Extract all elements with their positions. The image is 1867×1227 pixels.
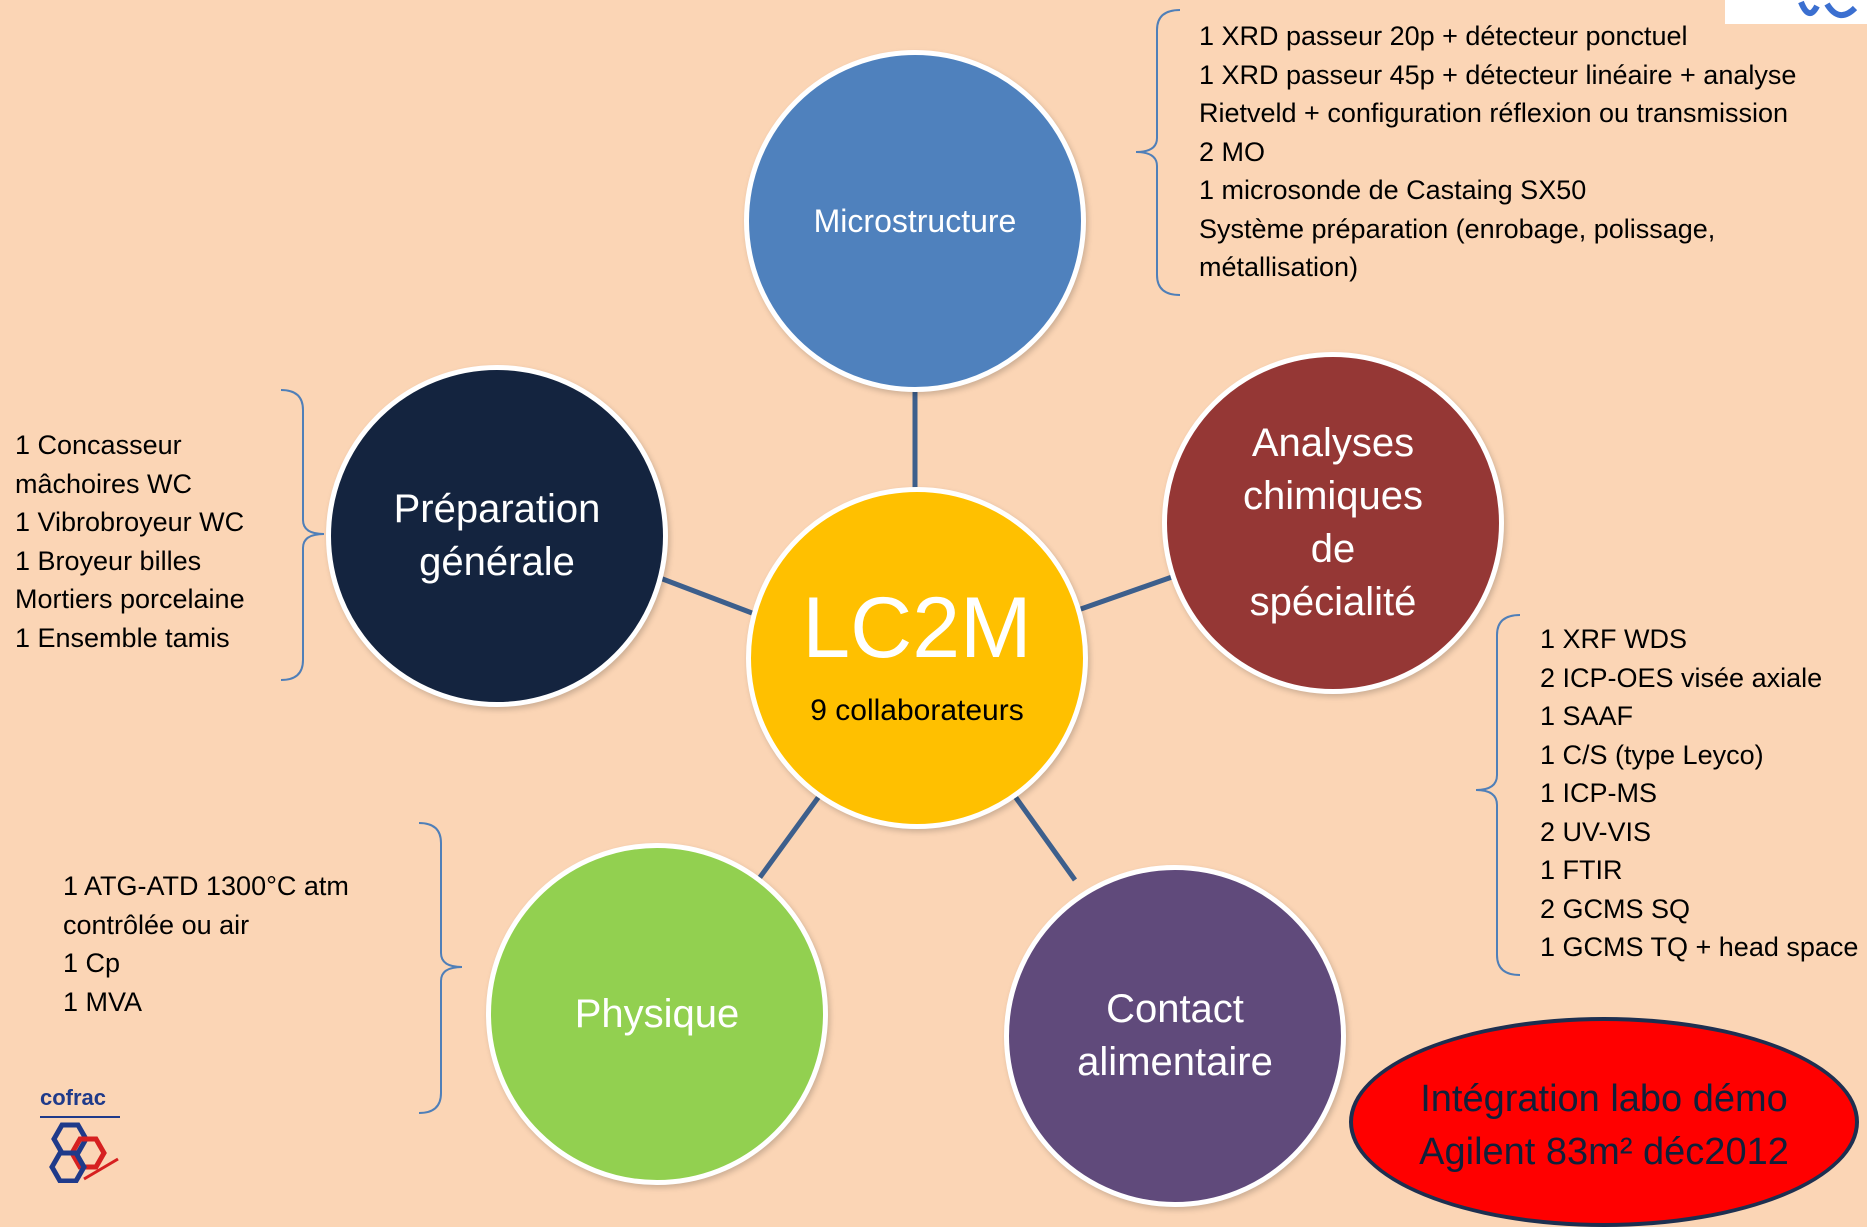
note-line: 2 UV-VIS [1540, 816, 1652, 847]
lc2m-equipment-diagram: Microstructure Préparation générale Anal… [15, 0, 1867, 1227]
node-analyses-label-line1: Analyses [1251, 421, 1415, 465]
node-physique-label: Physique [574, 992, 740, 1036]
connector-preparation [659, 575, 753, 616]
node-preparation-label-line1: Préparation [393, 487, 601, 531]
connector-physique [755, 793, 823, 882]
node-preparation: Préparation générale [326, 365, 668, 707]
badge-line1: Intégration labo démo [1420, 1078, 1788, 1120]
badge-line2: Agilent 83m² déc2012 [1419, 1131, 1789, 1173]
bracket-analyses [1475, 614, 1521, 976]
node-contact-label-line2: alimentaire [1077, 1040, 1273, 1084]
note-line: 1 Cp [63, 948, 121, 978]
note-line: 1 Concasseur [15, 430, 182, 460]
node-analyses-label-line2: chimiques [1242, 474, 1424, 518]
bracket-physique [418, 822, 463, 1114]
note-line: 1 Broyeur billes [15, 545, 202, 576]
node-preparation-label-line2: générale [419, 540, 575, 584]
note-line: 2 MO [1199, 136, 1266, 167]
note-line: 1 XRD passeur 20p + détecteur ponctuel [1199, 21, 1688, 51]
note-line: 2 ICP-OES visée axiale [1540, 662, 1823, 693]
connector-analyses [1077, 574, 1173, 613]
center-subtitle: 9 collaborateurs [810, 694, 1024, 728]
connector-layer [280, 9, 1521, 1114]
notes-analyses: 1 XRF WDS 2 ICP-OES visée axiale 1 SAAF … [1540, 620, 1858, 967]
cofrac-logo: cofrac [40, 1085, 126, 1183]
integration-badge: Intégration labo démo Agilent 83m² déc20… [1349, 1017, 1859, 1227]
note-line: Système préparation (enrobage, polissage… [1199, 213, 1716, 283]
node-contact: Contact alimentaire [1004, 865, 1346, 1207]
node-analyses-label-line4: spécialité [1249, 580, 1417, 624]
node-analyses-label-line3: de [1310, 527, 1356, 571]
center-title: LC2M [802, 580, 1032, 677]
bracket-microstructure [1135, 9, 1181, 296]
notes-microstructure: 1 XRD passeur 20p + détecteur ponctuel 1… [1199, 17, 1859, 287]
note-line: 1 XRD passeur 45p + détecteur linéaire +… [1199, 59, 1797, 129]
note-line: Mortiers porcelaine [15, 584, 245, 614]
bracket-preparation [280, 389, 325, 681]
note-line: 1 MVA [63, 986, 143, 1017]
note-line: 1 ICP-MS [1540, 778, 1658, 808]
corner-logo-icon [1725, 0, 1867, 24]
note-line: 1 Vibrobroyeur WC [15, 507, 245, 537]
note-line: 1 ATG-ATD 1300°C atm contrôlée ou air [63, 871, 349, 940]
node-center: LC2M 9 collaborateurs [746, 487, 1088, 829]
node-physique: Physique [486, 843, 828, 1185]
note-line: 2 GCMS SQ [1540, 893, 1691, 924]
note-line: 1 microsonde de Castaing SX50 [1199, 175, 1587, 205]
note-line: 1 SAAF [1540, 701, 1634, 731]
cofrac-logo-text: cofrac [40, 1085, 107, 1110]
node-contact-label-line1: Contact [1106, 987, 1244, 1031]
node-microstructure-label: Microstructure [813, 203, 1017, 239]
note-line: 1 Ensemble tamis [15, 622, 230, 653]
note-line: mâchoires WC [15, 468, 193, 499]
note-line: 1 C/S (type Leyco) [1540, 739, 1764, 770]
note-line: 1 FTIR [1540, 855, 1623, 885]
node-microstructure: Microstructure [744, 50, 1086, 392]
notes-physique: 1 ATG-ATD 1300°C atm contrôlée ou air 1 … [63, 867, 383, 1021]
cofrac-hexagon-icon [40, 1116, 120, 1183]
note-line: 1 GCMS TQ + head space [1540, 932, 1859, 962]
node-analyses: Analyses chimiques de spécialité [1162, 352, 1504, 694]
connector-contact [1011, 793, 1078, 882]
notes-preparation: 1 Concasseur mâchoires WC 1 Vibrobroyeur… [15, 426, 245, 657]
note-line: 1 XRF WDS [1540, 624, 1688, 654]
